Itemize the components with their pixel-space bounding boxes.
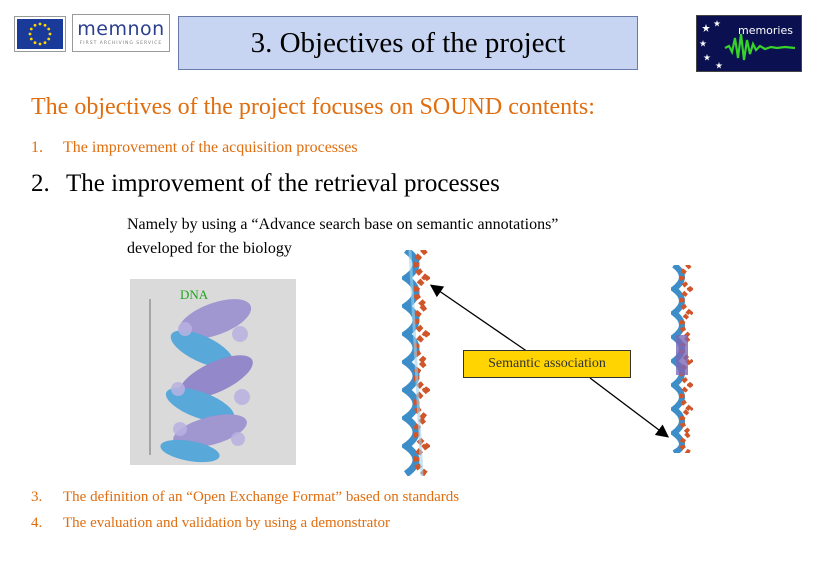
memnon-logo-text: memnon [77,18,165,40]
section-subtitle: The objectives of the project focuses on… [31,94,595,120]
memories-logo-text: memories [737,24,793,37]
list-item-4: 4. The evaluation and validation by using… [31,515,390,532]
list-item-number: 2. [31,170,50,197]
memnon-logo: memnon FIRST ARCHIVING SERVICE [72,14,170,52]
dna-helix-strip-right [669,262,695,456]
memories-logo: memories [696,15,802,72]
dna-helix-strip-left [399,247,432,477]
list-item-text: The improvement of the acquisition proce… [63,139,358,156]
list-item-number: 4. [31,515,43,531]
list-item-text: The evaluation and validation by using a… [63,515,390,531]
description-line-2: developed for the biology [127,240,292,257]
description-block: Namely by using a “Advance search base o… [127,213,558,261]
list-item-text: The definition of an “Open Exchange Form… [63,489,460,505]
list-item-2: 2. The improvement of the retrieval proce… [31,170,500,198]
list-item-number: 3. [31,489,43,505]
memnon-logo-subtext: FIRST ARCHIVING SERVICE [79,41,163,46]
dna-double-helix-image [130,279,296,465]
list-item-3: 3. The definition of an “Open Exchange Fo… [31,489,459,506]
dna-label: DNA [180,287,209,302]
title-box: 3. Objectives of the project [178,16,638,70]
list-item-1: 1. The improvement of the acquisition pro… [31,139,358,157]
semantic-association-label: Semantic association [488,356,606,371]
description-line-1: Namely by using a “Advance search base o… [127,216,559,233]
page-title: 3. Objectives of the project [250,26,566,59]
eu-flag-logo [14,16,66,52]
list-item-text: The improvement of the retrieval process… [66,170,500,197]
list-item-number: 1. [31,139,43,156]
semantic-association-box: Semantic association [463,350,631,378]
